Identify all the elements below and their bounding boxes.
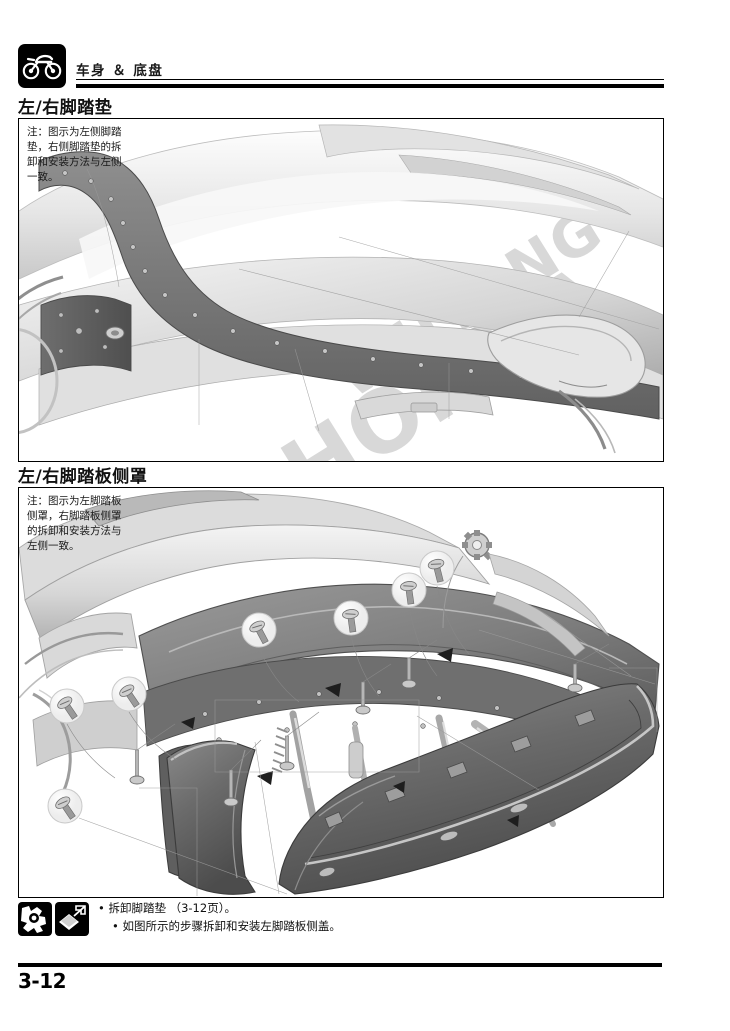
loose-screws — [129, 657, 583, 807]
procedure-line-1: • 拆卸脚踏垫 （3-12页）。 — [98, 901, 236, 915]
procedure-icons — [18, 902, 89, 936]
figure-panel-footrest-mat: WUYANG HONDA 注：图示为左侧脚踏垫，右侧脚踏垫的拆卸和安装方法与左侧… — [18, 118, 664, 462]
figure-panel-side-cover: WUYANG HONDA 注：图示为左脚踏板侧罩，右脚踏板侧罩的拆卸和安装方法与… — [18, 487, 664, 898]
header-rule-thin — [76, 79, 664, 80]
screw-callouts — [47, 550, 455, 824]
section-title-footrest-mat: 左/右脚踏垫 — [18, 98, 113, 118]
procedure-text: • 拆卸脚踏垫 （3-12页）。 • 如图所示的步骤拆卸和安装左脚踏板侧盖。 — [98, 899, 341, 935]
removal-gear-icon — [18, 902, 52, 936]
procedure-block: • 拆卸脚踏垫 （3-12页）。 • 如图所示的步骤拆卸和安装左脚踏板侧盖。 — [18, 899, 678, 944]
footrest-mat-illustration — [19, 124, 663, 454]
motorcycle-icon — [18, 44, 66, 88]
header-title: 车身 ＆ 底盘 — [76, 63, 164, 79]
header-rule — [76, 84, 664, 88]
panel-removal-icon — [55, 902, 89, 936]
footer-rule — [18, 963, 662, 967]
leader-lines — [66, 585, 610, 779]
section-title-side-cover: 左/右脚踏板侧罩 — [18, 467, 148, 487]
side-cover-illustration — [19, 490, 660, 896]
page-header: 车身 ＆ 底盘 — [0, 0, 730, 96]
procedure-line-2: • 如图所示的步骤拆卸和安装左脚踏板侧盖。 — [112, 919, 341, 933]
note-side-cover: 注：图示为左脚踏板侧罩，右脚踏板侧罩的拆卸和安装方法与左侧一致。 — [27, 495, 122, 552]
note-footrest-mat: 注：图示为左侧脚踏垫，右侧脚踏垫的拆卸和安装方法与左侧一致。 — [27, 126, 122, 183]
page-number: 3-12 — [18, 969, 67, 993]
direction-arrows — [181, 648, 519, 827]
